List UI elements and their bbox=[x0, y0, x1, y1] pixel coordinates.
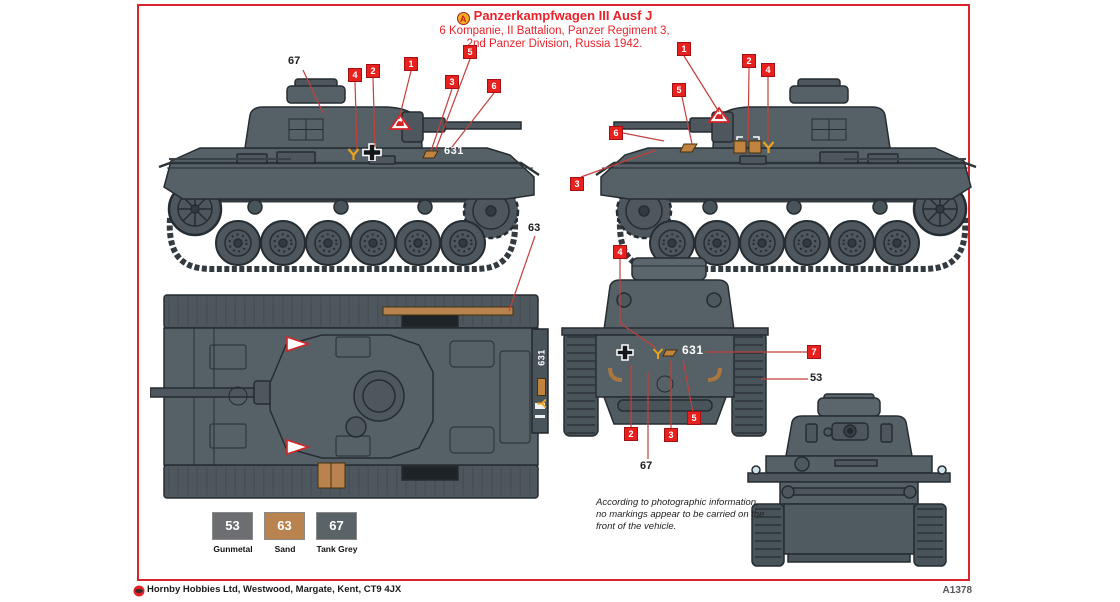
humbrol-logo-icon bbox=[133, 584, 145, 602]
callout-3: 3 bbox=[664, 428, 678, 442]
paint-swatch-53: 53 bbox=[212, 512, 253, 540]
callout-6: 6 bbox=[487, 79, 501, 93]
paint-name-gunmetal: Gunmetal bbox=[213, 544, 253, 554]
tactical-symbol-icon bbox=[347, 148, 360, 166]
turret-number: 631 bbox=[682, 343, 704, 357]
division-emblem-icon bbox=[388, 113, 412, 136]
sand-wedge-icon bbox=[679, 141, 698, 159]
front-view bbox=[747, 393, 951, 567]
tactical-symbol-icon bbox=[535, 396, 547, 414]
footer-company-address: Hornby Hobbies Ltd, Westwood, Margate, K… bbox=[147, 584, 402, 595]
scheme-title: Panzerkampfwagen III Ausf J bbox=[473, 8, 653, 23]
callout-5: 5 bbox=[672, 83, 686, 97]
balkenkreuz-icon bbox=[616, 344, 634, 366]
callout-3: 3 bbox=[445, 75, 459, 89]
callout-5: 5 bbox=[687, 411, 701, 425]
callout-paint-67: 67 bbox=[640, 460, 653, 472]
sand-wedge-icon bbox=[662, 345, 678, 363]
turret-number: 631 bbox=[657, 137, 677, 149]
callout-1: 1 bbox=[677, 42, 691, 56]
division-emblem-icon bbox=[707, 106, 731, 129]
callout-paint-63: 63 bbox=[528, 222, 541, 234]
callout-paint-53: 53 bbox=[810, 372, 823, 384]
callout-1: 1 bbox=[404, 57, 418, 71]
sand-stowage-boxes bbox=[733, 136, 763, 161]
top-view bbox=[150, 294, 549, 499]
scheme-a-badge-icon: A bbox=[456, 12, 470, 25]
paint-name-sand: Sand bbox=[274, 544, 296, 554]
tactical-symbol-icon bbox=[652, 347, 664, 365]
paint-swatch-67: 67 bbox=[316, 512, 357, 540]
callout-2: 2 bbox=[366, 64, 380, 78]
turret-number: 631 bbox=[536, 349, 547, 366]
callout-paint-67: 67 bbox=[288, 55, 301, 67]
note-line-3: front of the vehicle. bbox=[596, 521, 677, 532]
balkenkreuz-icon bbox=[362, 143, 382, 166]
sand-wedge-icon bbox=[422, 147, 439, 165]
callout-2: 2 bbox=[624, 427, 638, 441]
turret-number: 631 bbox=[444, 145, 464, 157]
sand-wedge-icon bbox=[537, 378, 546, 396]
paint-name-tank-grey: Tank Grey bbox=[316, 544, 358, 554]
callout-2: 2 bbox=[742, 54, 756, 68]
callout-4: 4 bbox=[348, 68, 362, 82]
kit-number: A1378 bbox=[942, 585, 972, 596]
callout-5: 5 bbox=[463, 45, 477, 59]
scheme-subtitle-2: 2nd Panzer Division, Russia 1942. bbox=[466, 38, 643, 50]
page-border bbox=[137, 4, 970, 581]
right-side-view bbox=[592, 68, 992, 273]
scheme-subtitle-1: 6 Kompanie, II Battalion, Panzer Regimen… bbox=[439, 25, 670, 37]
callout-3: 3 bbox=[570, 177, 584, 191]
callout-6: 6 bbox=[609, 126, 623, 140]
tactical-symbol-icon bbox=[762, 141, 775, 159]
note-line-2: no markings appear to be carried on the bbox=[596, 509, 765, 520]
callout-4: 4 bbox=[761, 63, 775, 77]
paint-swatch-63: 63 bbox=[264, 512, 305, 540]
callout-7: 7 bbox=[807, 345, 821, 359]
left-side-view bbox=[143, 68, 543, 273]
note-line-1: According to photographic information, bbox=[596, 497, 759, 508]
callout-4: 4 bbox=[613, 245, 627, 259]
front-markings-note: According to photographic information, n… bbox=[596, 497, 766, 533]
